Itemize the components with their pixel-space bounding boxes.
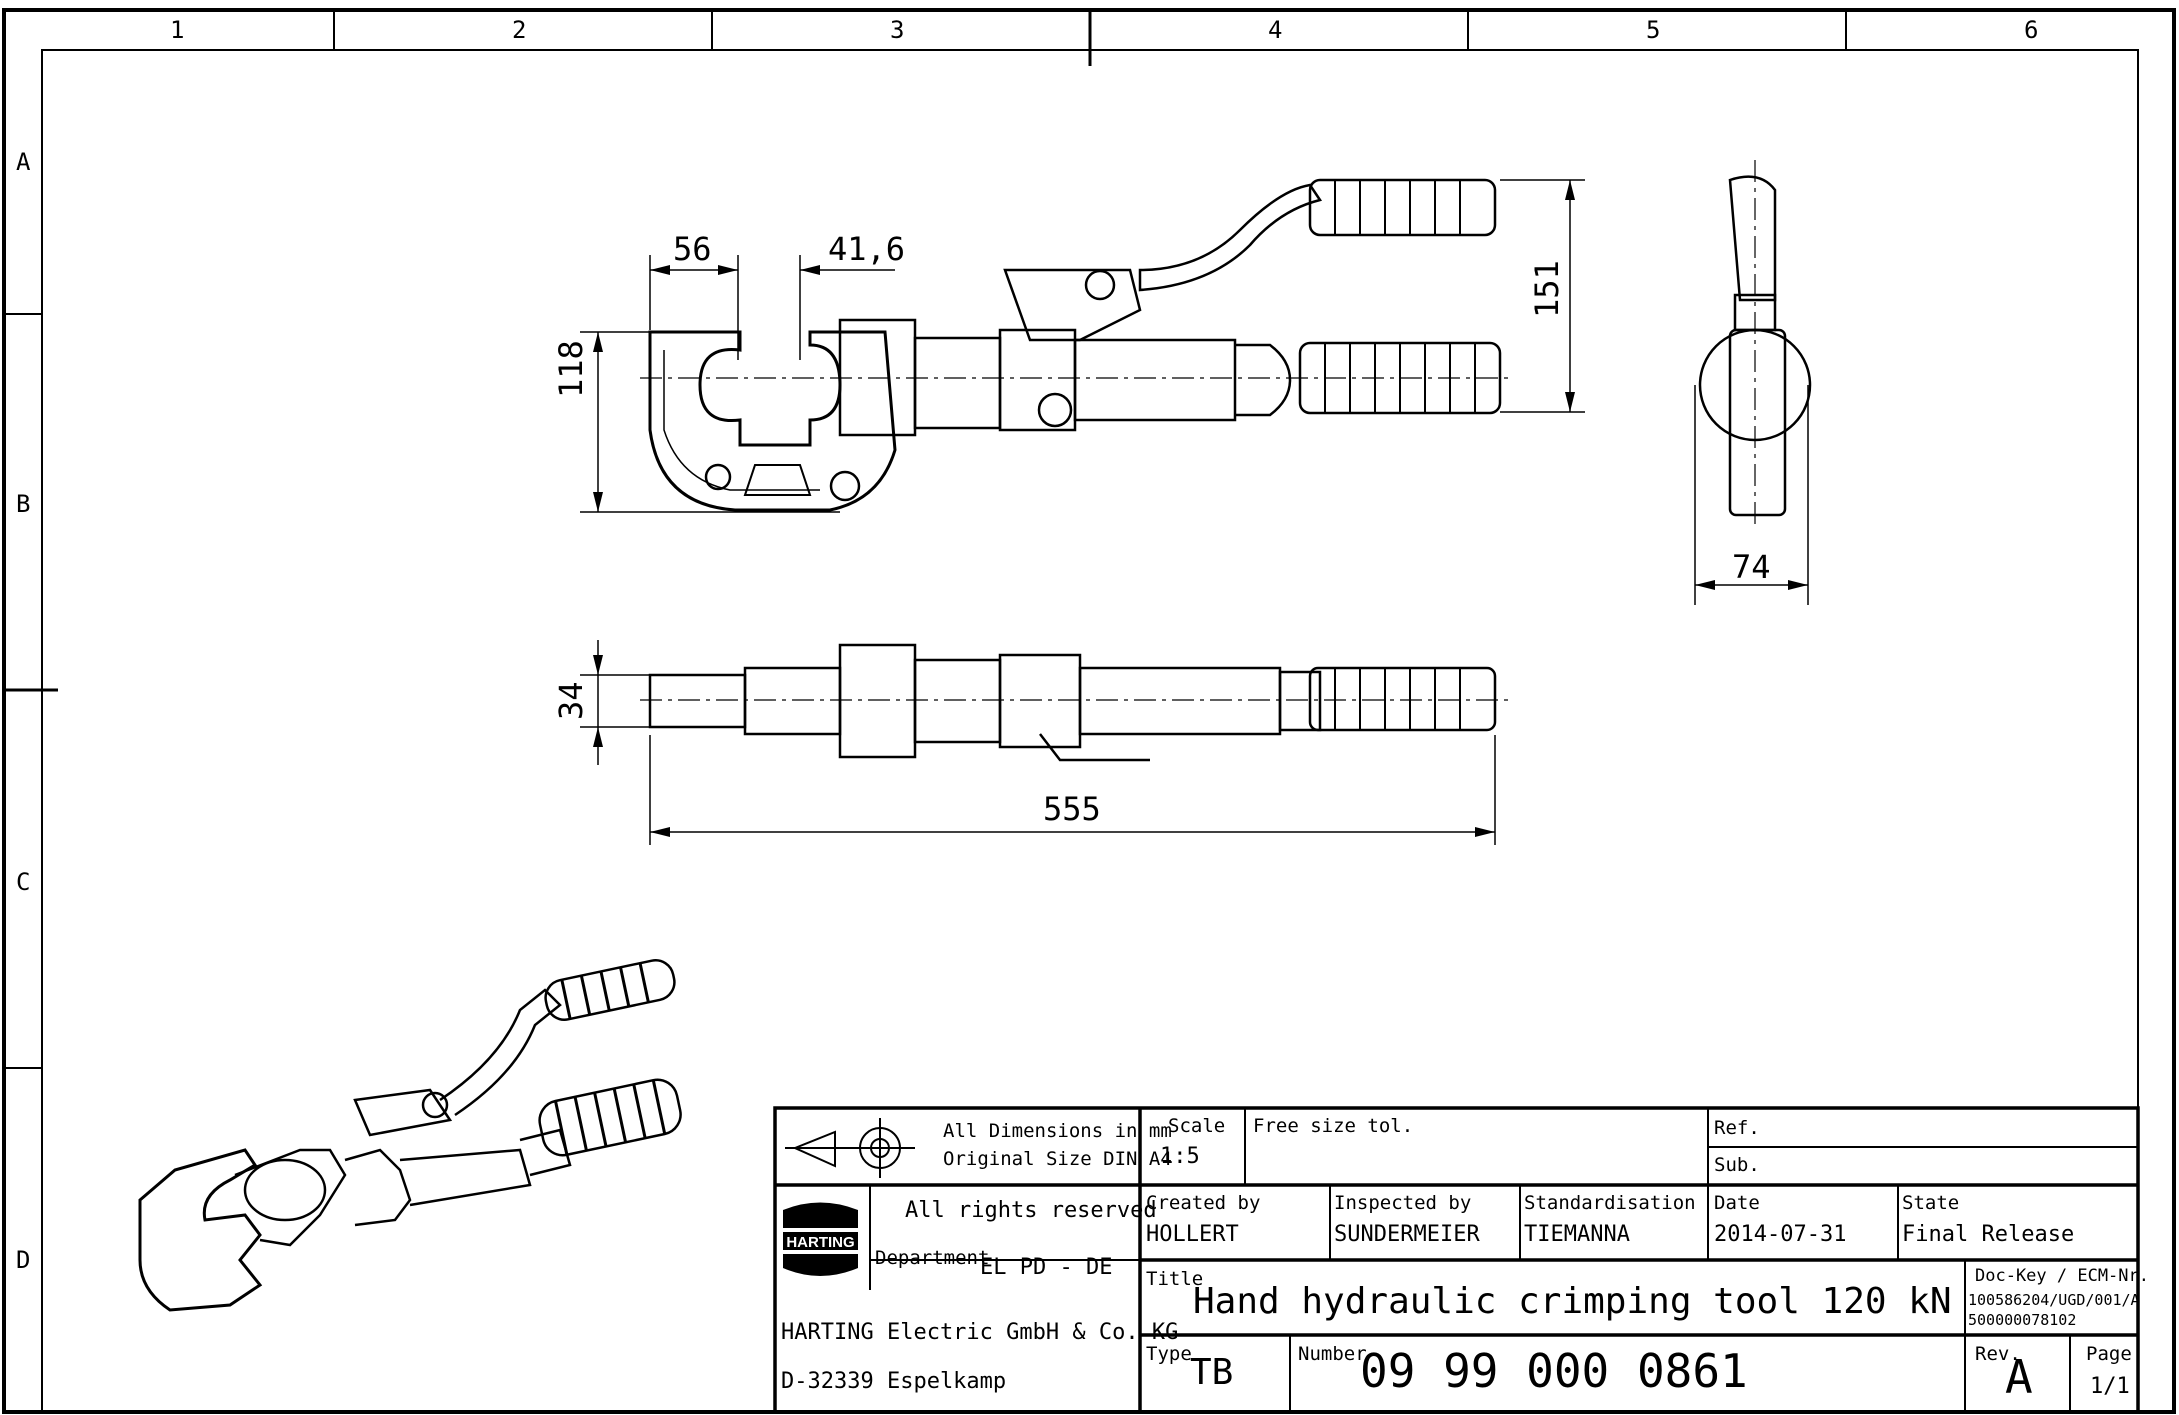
iso-upper-grip <box>544 959 676 1021</box>
title-label: Title <box>1146 1268 1204 1290</box>
page-label: Page <box>2086 1343 2132 1365</box>
date-label: Date <box>1714 1192 1760 1214</box>
number-label: Number <box>1298 1343 1367 1365</box>
created-by-label: Created by <box>1146 1192 1261 1214</box>
grid-col-6: 6 <box>2024 16 2039 44</box>
type-value: TB <box>1190 1352 1234 1393</box>
logo-text: HARTING <box>786 1234 854 1251</box>
inspected-by-value: SUNDERMEIER <box>1334 1222 1480 1247</box>
harting-logo: HARTING <box>783 1202 858 1276</box>
dim-151: 151 <box>1528 260 1566 318</box>
standardisation-value: TIEMANNA <box>1524 1222 1630 1247</box>
inspected-by-label: Inspected by <box>1334 1192 1472 1214</box>
doc-key-2: 500000078102 <box>1968 1311 2077 1329</box>
dimension-arrows <box>593 180 1808 837</box>
drawing-number: 09 99 000 0861 <box>1360 1344 1748 1398</box>
dim-555: 555 <box>1043 790 1101 828</box>
sub-label: Sub. <box>1714 1154 1760 1176</box>
top-view <box>640 643 1510 762</box>
top-view-grip <box>1308 666 1497 732</box>
zone-dividers-left <box>4 313 58 1069</box>
department-label: Department <box>875 1247 990 1269</box>
dim-34: 34 <box>552 681 590 720</box>
date-value: 2014-07-31 <box>1714 1222 1847 1247</box>
state-label: State <box>1902 1192 1960 1214</box>
grid-col-2: 2 <box>512 16 527 44</box>
type-label: Type <box>1146 1343 1192 1365</box>
upper-handle-grip <box>1308 178 1497 237</box>
ref-label: Ref. <box>1714 1117 1760 1139</box>
rev-value: A <box>2005 1350 2033 1404</box>
dim-41-6: 41,6 <box>828 230 906 268</box>
side-view <box>1698 160 1812 530</box>
grid-row-b: B <box>16 490 31 518</box>
isometric-view <box>138 959 682 1312</box>
standardisation-label: Standardisation <box>1524 1192 1696 1214</box>
scale-value: 1:5 <box>1160 1144 1200 1169</box>
grid-col-1: 1 <box>170 16 185 44</box>
drawing-title: Hand hydraulic crimping tool 120 kN <box>1193 1281 1952 1322</box>
grid-col-5: 5 <box>1646 16 1661 44</box>
free-size-tol: Free size tol. <box>1253 1115 1414 1137</box>
company-address: D-32339 Espelkamp <box>781 1369 1007 1394</box>
dim-56: 56 <box>673 230 712 268</box>
all-dimensions-note: All Dimensions in mm <box>943 1120 1172 1142</box>
dim-118: 118 <box>552 340 590 398</box>
upper-handle-arm <box>1138 183 1323 292</box>
grid-row-d: D <box>16 1246 31 1274</box>
rev-label: Rev. <box>1975 1343 2021 1365</box>
department-value: EL PD - DE <box>980 1255 1113 1280</box>
created-by-value: HOLLERT <box>1146 1222 1239 1247</box>
scale-label: Scale <box>1168 1115 1226 1137</box>
page-value: 1/1 <box>2090 1374 2130 1399</box>
rights-text: All rights reserved <box>905 1198 1157 1223</box>
iso-lower-grip <box>538 1078 682 1157</box>
zone-dividers-top <box>333 10 1847 66</box>
grid-row-c: C <box>16 868 31 896</box>
title-block-lines <box>773 1106 2140 1414</box>
original-size-note: Original Size DIN A4 <box>943 1148 1172 1170</box>
company-name: HARTING Electric GmbH & Co. KG <box>781 1320 1179 1345</box>
dim-74: 74 <box>1732 548 1771 586</box>
doc-key-1: 100586204/UGD/001/A <box>1968 1291 2140 1309</box>
state-value: Final Release <box>1902 1222 2075 1247</box>
front-view <box>640 178 1510 512</box>
grid-col-4: 4 <box>1268 16 1283 44</box>
grid-col-3: 3 <box>890 16 905 44</box>
doc-key-label: Doc-Key / ECM-Nr. <box>1975 1266 2149 1286</box>
grid-row-a: A <box>16 148 31 176</box>
projection-symbol <box>785 1118 915 1178</box>
